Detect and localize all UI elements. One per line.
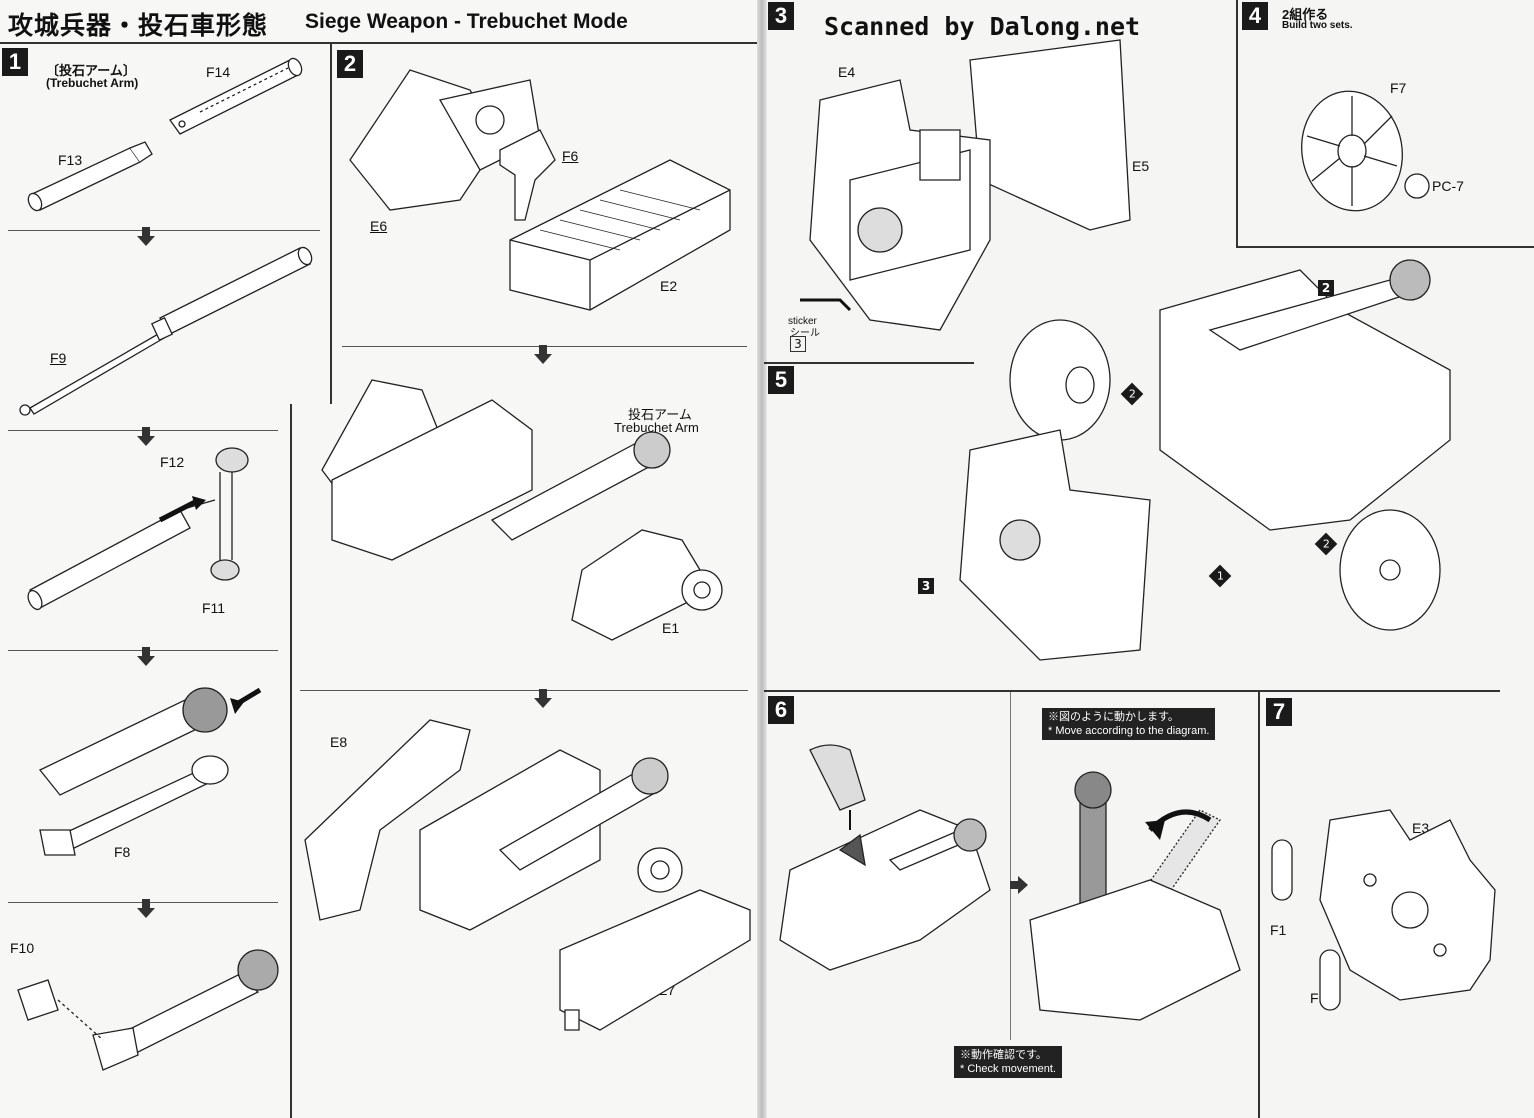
part-label-f7: F7 <box>1390 80 1407 96</box>
down-arrow-icon <box>137 227 155 246</box>
step-7-badge: 7 <box>1266 698 1292 726</box>
part-label-e2: E2 <box>660 278 678 294</box>
step6-note: ※図のように動かします。 * Move according to the dia… <box>1042 708 1216 740</box>
step4-instruction-jp: 2組作る <box>1282 7 1329 22</box>
step6-left-illustration <box>770 740 1010 1040</box>
step1-heading-jp: 〔投石アーム〕 <box>46 63 136 78</box>
arm-label-en: Trebuchet Arm <box>614 420 699 435</box>
step-6-badge: 6 <box>768 696 794 724</box>
sticker-label-jp: シール <box>790 328 820 339</box>
step-4-badge: 4 <box>1242 2 1268 30</box>
step4-wheel-illustration <box>1292 86 1432 216</box>
step6-check-en: * Check movement. <box>960 1063 1056 1075</box>
step3-body-illustration <box>790 40 1140 340</box>
step-5-badge: 5 <box>768 366 794 394</box>
book-spine <box>757 0 767 1118</box>
left-header-rule <box>0 42 757 44</box>
arm-label-jp: 投石アーム <box>628 407 692 422</box>
part-label-pc7: PC-7 <box>1432 178 1464 194</box>
step6-right-illustration <box>1020 770 1256 1040</box>
down-arrow-icon <box>137 899 155 918</box>
assembly-marker-2-square: 2 <box>1318 280 1334 296</box>
step1-rule-1 <box>8 230 320 231</box>
step4-instruction-en: Build two sets. <box>1282 20 1353 31</box>
step1-assembly-3-illustration <box>20 440 250 620</box>
step2-frame-illustration <box>340 60 740 340</box>
step5-assembly-illustration <box>910 250 1500 670</box>
step1-assembly-2-illustration <box>10 238 320 418</box>
step6-inner-divider <box>1010 692 1011 1040</box>
part-label-f13: F13 <box>58 152 83 168</box>
part-label-f11: F11 <box>202 600 226 616</box>
scan-watermark: Scanned by Dalong.net <box>824 12 1141 41</box>
step3-bottom-rule <box>764 362 974 364</box>
down-arrow-icon <box>534 345 552 364</box>
part-label-f9: F9 <box>50 350 67 366</box>
step6-note-en: * Move according to the diagram. <box>1048 725 1210 737</box>
part-label-f6: F6 <box>562 148 579 164</box>
down-arrow-icon <box>137 427 155 446</box>
step7-plate-illustration <box>1270 800 1500 1010</box>
part-label-f12: F12 <box>160 454 185 470</box>
down-arrow-icon <box>534 689 552 708</box>
assembly-marker-3-square: 3 <box>918 578 934 594</box>
part-label-e4: E4 <box>838 64 856 80</box>
step1-heading-en: (Trebuchet Arm) <box>46 76 139 90</box>
part-label-e5: E5 <box>1132 158 1150 174</box>
part-label-f1-a: F1 <box>1270 922 1287 938</box>
step1-assembly-4-illustration <box>30 670 280 870</box>
page-title-jp: 攻城兵器・投石車形態 <box>8 11 269 40</box>
step6-note-jp: ※図のように動かします。 <box>1048 711 1179 723</box>
step1-assembly-5-illustration <box>8 930 288 1090</box>
page-title-en: Siege Weapon - Trebuchet Mode <box>305 10 628 33</box>
step2-final-illustration <box>300 710 750 1050</box>
step-3-badge: 3 <box>768 2 794 30</box>
step2-rule-2 <box>300 690 748 691</box>
step2-arm-assembly-illustration <box>312 370 742 670</box>
step3-step4-divider <box>1236 0 1238 246</box>
step1-step2-divider <box>330 44 332 404</box>
part-label-e6: E6 <box>370 218 388 234</box>
part-label-f8: F8 <box>114 844 131 860</box>
step6-step7-divider <box>1258 692 1260 1118</box>
part-label-e1: E1 <box>662 620 680 636</box>
step-2-badge: 2 <box>337 50 363 78</box>
step-1-badge: 1 <box>2 48 28 76</box>
down-arrow-icon <box>137 647 155 666</box>
step5-bottom-rule <box>764 690 1500 692</box>
sticker-label-en: sticker <box>788 316 817 327</box>
sticker-number: 3 <box>790 336 806 352</box>
part-label-f10: F10 <box>10 940 35 956</box>
step4-bottom-rule <box>1236 246 1534 248</box>
part-label-f14: F14 <box>206 64 231 80</box>
step6-check-note: ※動作確認です。 * Check movement. <box>954 1046 1062 1078</box>
right-arrow-icon <box>1010 876 1028 894</box>
step1-step2-divider-diag <box>290 404 292 1118</box>
step1-tube-f13-illustration <box>20 140 160 220</box>
step1-tube-f14-illustration <box>160 50 310 150</box>
step6-check-jp: ※動作確認です。 <box>960 1049 1047 1061</box>
part-label-e8: E8 <box>330 734 348 750</box>
